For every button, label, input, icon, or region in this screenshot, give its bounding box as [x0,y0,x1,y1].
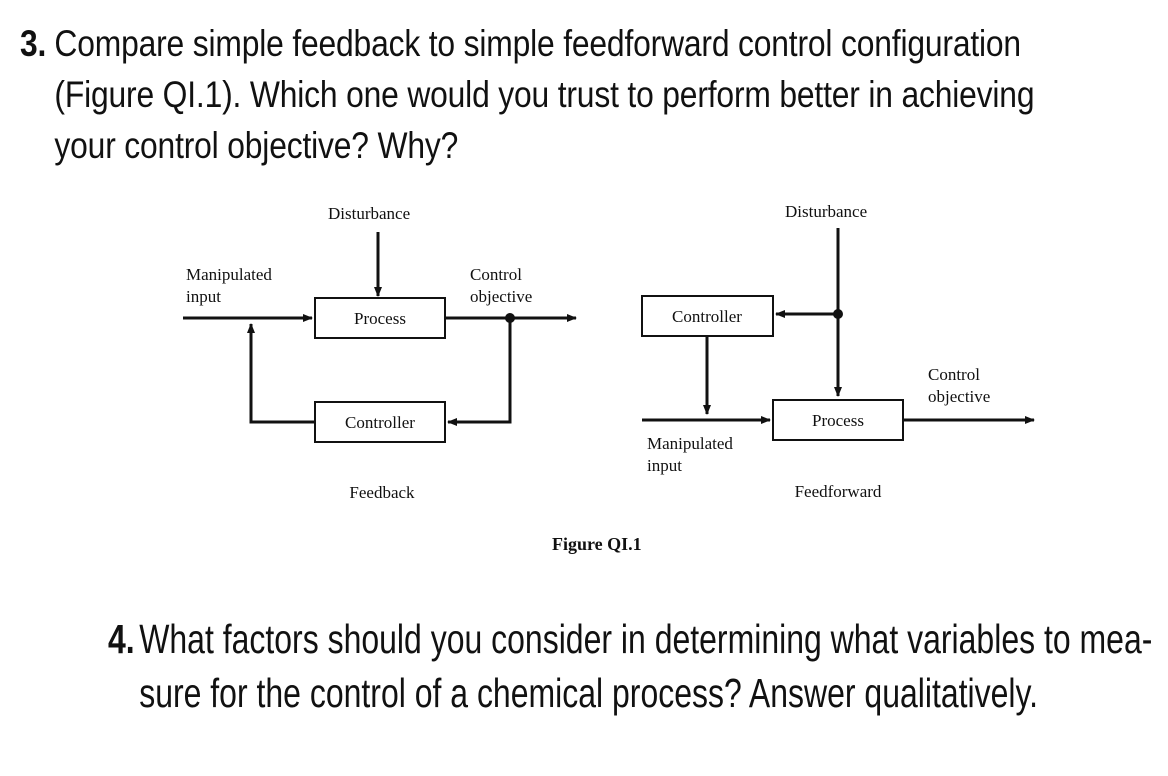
fb-controller-box [314,401,446,443]
fb-disturbance-label: Disturbance [328,204,410,223]
question-4: 4.What factors should you consider in de… [108,612,1152,720]
fb-manipulated-label-2: input [186,287,221,306]
fb-objective-label-2: objective [470,287,532,306]
fb-caption: Feedback [349,483,415,502]
question-3-line-2: (Figure QI.1). Which one would you trust… [54,74,1035,115]
question-3-number: 3. [20,23,47,64]
question-4-number: 4. [108,616,135,662]
question-3: 3.Compare simple feedback to simple feed… [20,18,1035,171]
fb-measurement-line [447,318,512,426]
fb-objective-label-1: Control [470,265,522,284]
fb-controller-output-line [247,323,315,424]
fb-controller-label: Controller [345,413,415,432]
ff-controller-box [641,295,774,337]
figure-caption: Figure QI.1 [552,534,642,554]
ff-process-label: Process [812,411,864,430]
feedback-diagram: Disturbance Manipulated input Control ob… [183,204,577,502]
question-4-line-2: sure for the control of a chemical proce… [139,670,1039,716]
ff-objective-label-2: objective [928,387,990,406]
fb-process-label: Process [354,309,406,328]
ff-manipulated-label-2: input [647,456,682,475]
feedforward-diagram: Disturbance Controller Process Control o… [641,202,1035,501]
ff-manipulated-label-1: Manipulated [647,434,733,453]
question-3-line-3: your control objective? Why? [54,125,459,166]
ff-caption: Feedforward [795,482,882,501]
ff-disturbance-label: Disturbance [785,202,867,221]
fb-manipulated-label-1: Manipulated [186,265,272,284]
fb-process-box [314,297,446,339]
ff-controller-label: Controller [672,307,742,326]
question-3-line-1: 3.Compare simple feedback to simple feed… [20,18,1021,69]
question-4-line-1: 4.What factors should you consider in de… [108,612,1152,666]
ff-objective-label-1: Control [928,365,980,384]
